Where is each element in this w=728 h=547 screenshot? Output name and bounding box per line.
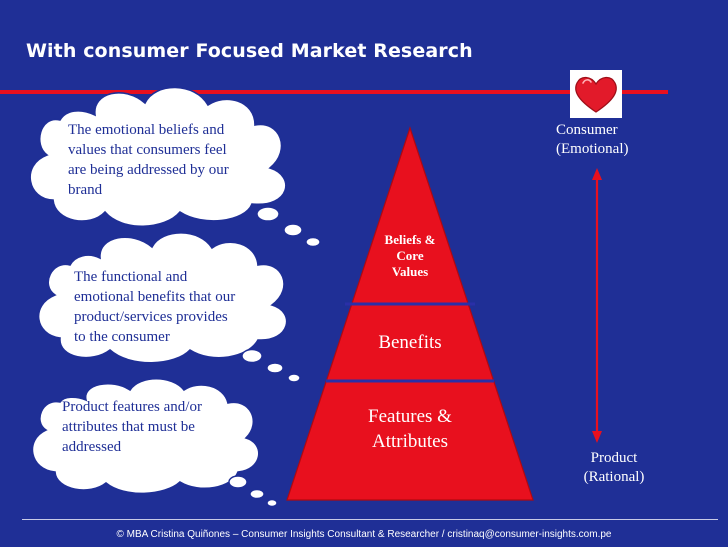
cloud-line: emotional benefits that our xyxy=(74,289,236,305)
axis-line: (Rational) xyxy=(583,469,645,485)
pyramid-line: Beliefs & xyxy=(384,232,436,247)
cloud-line: to the consumer xyxy=(74,329,170,345)
cloud-line: Product features and/or xyxy=(62,399,202,415)
footer-divider xyxy=(22,519,718,520)
axis-line: Product xyxy=(590,450,638,466)
cloud-line: addressed xyxy=(62,439,122,455)
cloud-line: are being addressed by our xyxy=(68,162,229,178)
axis-label-product: Product (Rational) xyxy=(574,449,654,487)
pyramid-label-features: Features & Attributes xyxy=(330,404,490,454)
cloud-text-emotional: The emotional beliefs and values that co… xyxy=(68,120,229,200)
heart-image xyxy=(570,70,622,118)
cloud-line: The functional and xyxy=(74,269,188,285)
cloud-text-functional: The functional and emotional benefits th… xyxy=(74,267,235,347)
cloud-line: product/services provides xyxy=(74,309,228,325)
cloud-line: The emotional beliefs and xyxy=(68,122,225,138)
axis-label-consumer: Consumer (Emotional) xyxy=(556,121,628,159)
thought-cloud-emotional xyxy=(29,86,321,248)
pyramid-line: Features & xyxy=(368,406,452,427)
pyramid-label-benefits: Benefits xyxy=(378,332,442,353)
axis-line: (Emotional) xyxy=(556,141,629,157)
footer-credit: © MBA Cristina Quiñones – Consumer Insig… xyxy=(116,529,612,540)
thought-cloud-functional xyxy=(37,232,301,383)
pyramid-line: Attributes xyxy=(372,431,448,452)
arrow-up-icon xyxy=(592,168,602,180)
cloud-text-features: Product features and/or attributes that … xyxy=(62,397,202,457)
title-underline xyxy=(0,90,668,94)
axis-line: Consumer xyxy=(556,122,618,138)
cloud-line: attributes that must be xyxy=(62,419,195,435)
slide-title: With consumer Focused Market Research xyxy=(26,40,473,62)
pyramid-label-beliefs: Beliefs & Core Values xyxy=(370,232,450,280)
cloud-line: brand xyxy=(68,182,103,198)
pyramid-line: Core xyxy=(396,248,424,263)
cloud-line: values that consumers feel xyxy=(68,142,227,158)
heart-icon xyxy=(575,76,617,113)
emotional-rational-axis xyxy=(592,168,602,443)
pyramid-line: Values xyxy=(391,264,429,279)
arrow-down-icon xyxy=(592,431,602,443)
thought-cloud-features xyxy=(31,378,278,508)
pyramid xyxy=(286,126,534,501)
